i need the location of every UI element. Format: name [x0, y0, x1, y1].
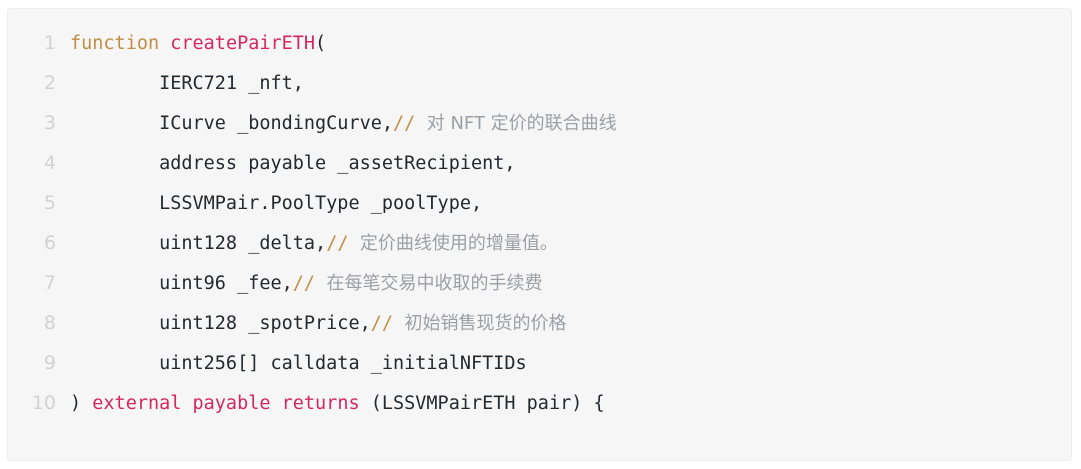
code-token-plain: uint256[] calldata _initialNFTIDs	[70, 353, 527, 374]
code-line-source: ) external payable returns (LSSVMPairETH…	[70, 384, 605, 424]
code-line: 8 uint128 _spotPrice,// 初始销售现货的价格	[8, 303, 1071, 343]
code-token-comment-mark: //	[292, 273, 316, 294]
code-token-kw-red: external payable returns	[92, 393, 360, 414]
code-token-punct: )	[70, 393, 93, 414]
code-token-comment: 在每笔交易中收取的手续费	[315, 273, 543, 294]
code-token-plain: address payable _assetRecipient,	[70, 153, 516, 174]
code-line: 7 uint96 _fee,// 在每笔交易中收取的手续费	[8, 263, 1071, 303]
code-token-punct: (LSSVMPairETH pair) {	[359, 393, 605, 414]
code-line-source: IERC721 _nft,	[70, 64, 304, 104]
code-token-comment: 对 NFT 定价的联合曲线	[415, 113, 617, 134]
code-token-comment: 定价曲线使用的增量值。	[348, 233, 558, 254]
code-token-punct: (	[315, 33, 327, 54]
code-token-keyword: function	[70, 33, 160, 54]
code-line: 1 function createPairETH(	[8, 23, 1071, 63]
code-line: 2 IERC721 _nft,	[8, 63, 1071, 103]
line-number: 1	[43, 32, 56, 54]
code-token-plain: uint128 _delta,	[70, 233, 327, 254]
line-number: 4	[43, 152, 56, 174]
code-token-plain: LSSVMPair.PoolType _poolType,	[70, 193, 483, 214]
code-token-plain: ICurve _bondingCurve,	[70, 113, 394, 134]
line-number: 5	[43, 192, 56, 214]
code-line-source: function createPairETH(	[70, 24, 326, 64]
line-number: 3	[43, 112, 56, 134]
code-line-source: address payable _assetRecipient,	[70, 144, 516, 184]
line-number: 7	[43, 272, 56, 294]
line-number: 9	[43, 352, 56, 374]
code-line-source: uint256[] calldata _initialNFTIDs	[70, 344, 527, 384]
code-token-plain: IERC721 _nft,	[70, 73, 304, 94]
code-token-comment-mark: //	[370, 313, 394, 334]
code-line: 4 address payable _assetRecipient,	[8, 143, 1071, 183]
code-token-plain: uint96 _fee,	[70, 273, 293, 294]
code-token-comment-mark: //	[326, 233, 349, 254]
code-line-source: uint96 _fee,// 在每笔交易中收取的手续费	[70, 264, 543, 304]
code-token-comment: 初始销售现货的价格	[393, 313, 567, 334]
line-number: 8	[43, 312, 56, 334]
code-token-plain	[159, 33, 170, 54]
code-line: 5 LSSVMPair.PoolType _poolType,	[8, 183, 1071, 223]
code-token-plain: uint128 _spotPrice,	[70, 313, 371, 334]
code-line: 6 uint128 _delta,// 定价曲线使用的增量值。	[8, 223, 1071, 263]
code-line: 3 ICurve _bondingCurve,// 对 NFT 定价的联合曲线	[8, 103, 1071, 143]
code-line-source: uint128 _spotPrice,// 初始销售现货的价格	[70, 304, 566, 344]
code-token-fn: createPairETH	[170, 33, 316, 54]
code-line-source: LSSVMPair.PoolType _poolType,	[70, 184, 482, 224]
line-number: 10	[31, 392, 56, 414]
code-line-source: uint128 _delta,// 定价曲线使用的增量值。	[70, 224, 558, 264]
code-line: 10) external payable returns (LSSVMPairE…	[8, 383, 1071, 423]
code-token-comment-mark: //	[393, 113, 416, 134]
code-line-source: ICurve _bondingCurve,// 对 NFT 定价的联合曲线	[70, 104, 617, 144]
line-number: 2	[43, 72, 56, 94]
code-line: 9 uint256[] calldata _initialNFTIDs	[8, 343, 1071, 383]
line-number: 6	[43, 232, 56, 254]
